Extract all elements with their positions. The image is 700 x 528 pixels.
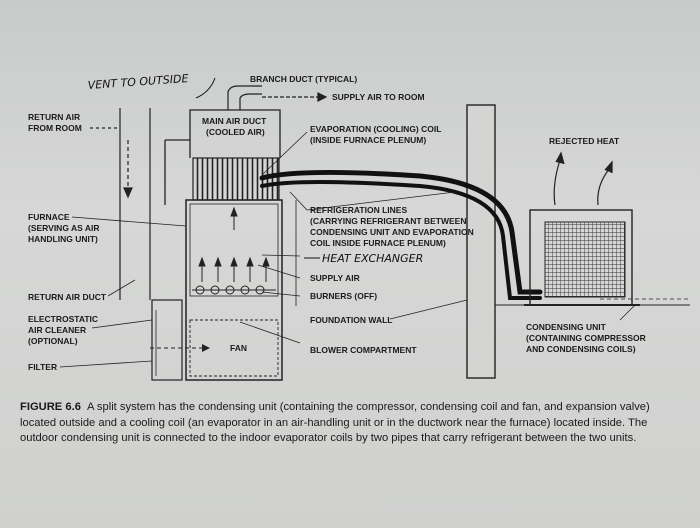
condensing-coils-label: AND CONDENSING COILS) <box>526 344 636 354</box>
burners-label: BURNERS (OFF) <box>310 291 377 301</box>
heat-exchanger-note: HEAT EXCHANGER <box>322 252 423 265</box>
burners <box>192 285 276 295</box>
caption-text: A split system has the condensing unit (… <box>20 401 650 444</box>
main-air-duct <box>164 109 281 205</box>
foundation-wall <box>466 104 496 379</box>
air-cleaner-label: AIR CLEANER <box>28 325 86 335</box>
supply-air-label: SUPPLY AIR <box>310 273 360 283</box>
refrig-desc-1: (CARRYING REFRIGERANT BETWEEN <box>310 216 466 226</box>
fan-label: FAN <box>230 343 247 353</box>
handling-unit-label: HANDLING UNIT) <box>28 234 98 244</box>
evaporation-coil-label: EVAPORATION (COOLING) COIL <box>310 124 441 134</box>
foundation-wall-label: FOUNDATION WALL <box>310 315 392 325</box>
furnace-body <box>185 199 283 381</box>
supply-air-to-room-label: SUPPLY AIR TO ROOM <box>332 92 425 102</box>
condensing-unit-label: CONDENSING UNIT <box>526 322 607 332</box>
refrigeration-lines <box>259 169 543 300</box>
branch-duct-label: BRANCH DUCT (TYPICAL) <box>250 74 357 84</box>
inside-plenum-label: (INSIDE FURNACE PLENUM) <box>310 135 426 145</box>
from-room-label: FROM ROOM <box>28 123 82 133</box>
blower-compartment-label: BLOWER COMPARTMENT <box>310 345 417 355</box>
electrostatic-cleaner <box>151 299 183 381</box>
serving-as-air-label: (SERVING AS AIR <box>28 223 99 233</box>
rejected-heat-label: REJECTED HEAT <box>549 136 620 146</box>
refrigeration-lines-label: REFRIGERATION LINES <box>310 205 407 215</box>
blower-compartment <box>189 319 279 377</box>
compressor-label: (CONTAINING COMPRESSOR <box>526 333 646 343</box>
optional-label: (OPTIONAL) <box>28 336 78 346</box>
furnace-label: FURNACE <box>28 212 70 222</box>
refrig-desc-2: CONDENSING UNIT AND EVAPORATION <box>310 227 474 237</box>
return-air-duct <box>90 108 151 300</box>
main-air-duct-label: MAIN AIR DUCT <box>202 116 267 126</box>
return-air-label: RETURN AIR <box>28 112 80 122</box>
cooled-air-label: (COOLED AIR) <box>206 127 265 137</box>
electrostatic-label: ELECTROSTATIC <box>28 314 98 324</box>
filter-label: FILTER <box>28 362 57 372</box>
condensing-unit <box>524 209 640 306</box>
leader-lines <box>59 131 636 368</box>
vent-to-outside-note: VENT TO OUTSIDE <box>87 72 189 92</box>
refrig-desc-3: COIL INSIDE FURNACE PLENUM) <box>310 238 446 248</box>
supply-air-arrows <box>198 206 270 282</box>
figure-number: FIGURE 6.6 <box>20 401 81 413</box>
rejected-heat-arrows <box>553 151 613 206</box>
return-air-duct-label: RETURN AIR DUCT <box>28 292 107 302</box>
branch-duct <box>227 85 328 110</box>
